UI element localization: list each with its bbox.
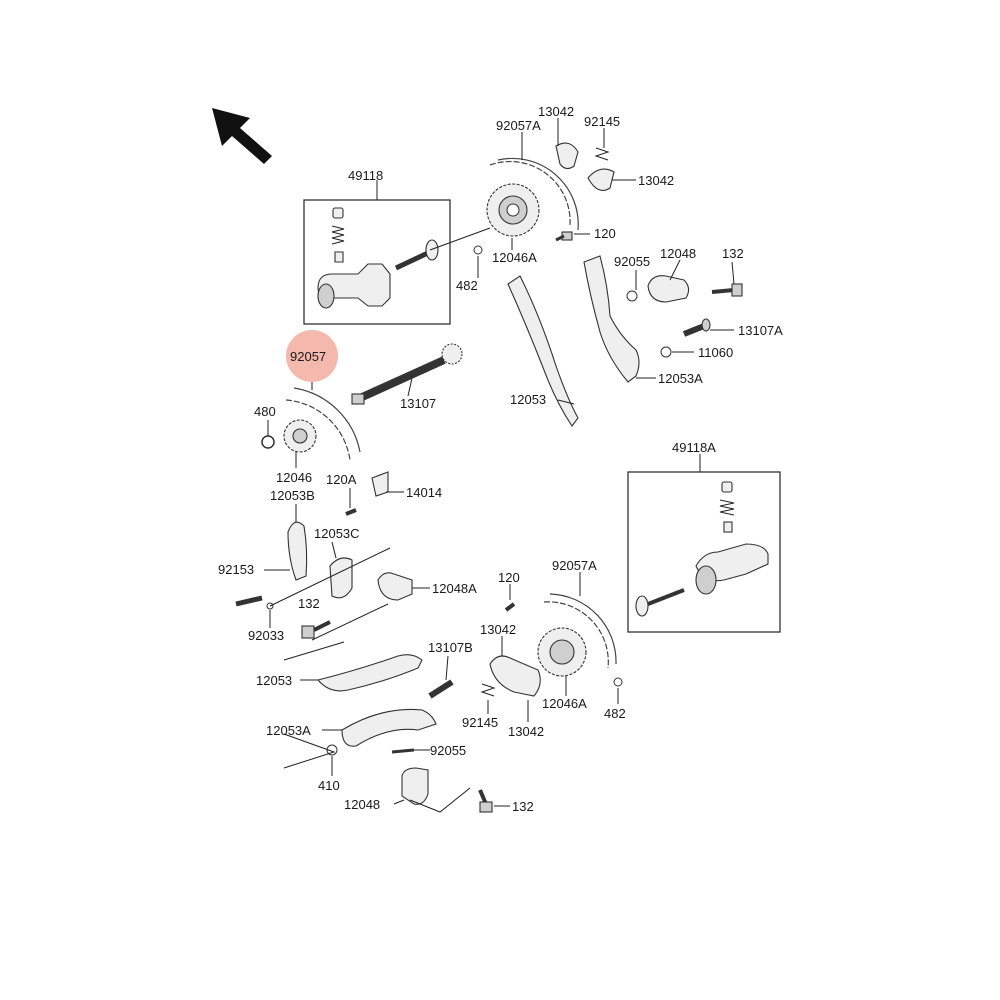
chain-guide-12053-bottom <box>317 654 423 692</box>
label-49118A[interactable]: 49118A <box>672 440 716 455</box>
bolt-120A <box>345 508 357 516</box>
washer-482-top <box>473 245 483 255</box>
pin-13107B <box>428 679 454 699</box>
label-120-top[interactable]: 120 <box>594 226 616 241</box>
tensioner-12048-bottom <box>401 767 429 805</box>
label-132-mid[interactable]: 132 <box>298 596 320 611</box>
label-12048A[interactable]: 12048A <box>432 581 477 596</box>
label-120A[interactable]: 120A <box>326 472 357 487</box>
label-11060[interactable]: 11060 <box>698 345 733 360</box>
bolt-120-bottom <box>504 602 516 612</box>
label-12053-bottom[interactable]: 12053 <box>256 673 292 688</box>
crank-sprocket-12046 <box>283 419 317 453</box>
label-132-bottom[interactable]: 132 <box>512 799 534 814</box>
label-120-bottom[interactable]: 120 <box>498 570 520 585</box>
washer-482-bottom <box>613 677 623 687</box>
shaft-13107 <box>351 343 463 405</box>
label-12053A-bottom[interactable]: 12053A <box>266 723 311 738</box>
camshaft-box-49118A <box>627 454 781 633</box>
guide-12053C <box>329 557 353 599</box>
tensioner-parts-13042-bottom <box>489 655 541 697</box>
bolt-120-top <box>555 231 573 242</box>
label-12046A-bottom[interactable]: 12046A <box>542 696 587 711</box>
label-92057[interactable]: 92057 <box>290 349 326 364</box>
label-12053B[interactable]: 12053B <box>270 488 315 503</box>
cam-chain-tensioner-parts-top <box>555 142 615 191</box>
spring-92145-bottom <box>480 683 496 697</box>
label-13042-right[interactable]: 13042 <box>638 173 674 188</box>
arrow-up-left-icon <box>212 108 272 164</box>
tensioner-12048A <box>377 572 413 601</box>
bolt-92153 <box>235 595 263 607</box>
o-ring-92055-top <box>626 290 638 302</box>
label-13107B[interactable]: 13107B <box>428 640 473 655</box>
highlight-circle <box>286 330 338 382</box>
bolt-132-mid <box>301 620 331 639</box>
label-13042-bottom[interactable]: 13042 <box>480 622 516 637</box>
label-49118[interactable]: 49118 <box>348 168 383 183</box>
label-92057A-bottom[interactable]: 92057A <box>552 558 597 573</box>
label-92033[interactable]: 92033 <box>248 628 284 643</box>
label-13107A[interactable]: 13107A <box>738 323 783 338</box>
chain-guide-12053-mid <box>507 275 579 427</box>
label-482-top[interactable]: 482 <box>456 278 478 293</box>
chain-guide-12053A-top <box>583 255 640 383</box>
washer-11060 <box>660 346 672 358</box>
o-ring-92055-bottom <box>391 748 415 754</box>
cam-sprocket-top <box>486 157 579 237</box>
bolt-132-bottom <box>478 789 493 813</box>
label-14014[interactable]: 14014 <box>406 485 442 500</box>
label-92145-top[interactable]: 92145 <box>584 114 620 129</box>
label-12053-mid[interactable]: 12053 <box>510 392 546 407</box>
label-13107[interactable]: 13107 <box>400 396 436 411</box>
label-92057A-top[interactable]: 92057A <box>496 118 541 133</box>
cam-sprocket-12046A-bottom <box>537 627 587 677</box>
chain-guide-12053B <box>287 521 308 581</box>
label-92055-top[interactable]: 92055 <box>614 254 650 269</box>
label-410[interactable]: 410 <box>318 778 340 793</box>
camshaft-box-49118 <box>303 180 451 325</box>
cam-chain-92057A-bottom <box>543 593 617 669</box>
label-12048-top[interactable]: 12048 <box>660 246 696 261</box>
label-12046[interactable]: 12046 <box>276 470 312 485</box>
label-12053C[interactable]: 12053C <box>314 526 360 541</box>
label-92055-bottom[interactable]: 92055 <box>430 743 466 758</box>
label-132-top[interactable]: 132 <box>722 246 744 261</box>
label-12046A-top[interactable]: 12046A <box>492 250 537 265</box>
pin-13107A <box>682 318 711 337</box>
label-12048-bottom[interactable]: 12048 <box>344 797 380 812</box>
tensioner-12048-top <box>647 275 690 303</box>
label-13042-bottom-2[interactable]: 13042 <box>508 724 544 739</box>
label-12053A-top[interactable]: 12053A <box>658 371 703 386</box>
label-92145-bottom[interactable]: 92145 <box>462 715 498 730</box>
cam-chain-92057 <box>285 387 361 461</box>
label-13042-top[interactable]: 13042 <box>538 104 574 119</box>
bracket-14014 <box>371 471 389 497</box>
label-92153[interactable]: 92153 <box>218 562 254 577</box>
o-ring-480 <box>261 435 275 449</box>
chain-guide-12053A-bottom <box>341 708 437 747</box>
label-480[interactable]: 480 <box>254 404 276 419</box>
label-482-bottom[interactable]: 482 <box>604 706 626 721</box>
bolt-132-top <box>711 283 743 297</box>
